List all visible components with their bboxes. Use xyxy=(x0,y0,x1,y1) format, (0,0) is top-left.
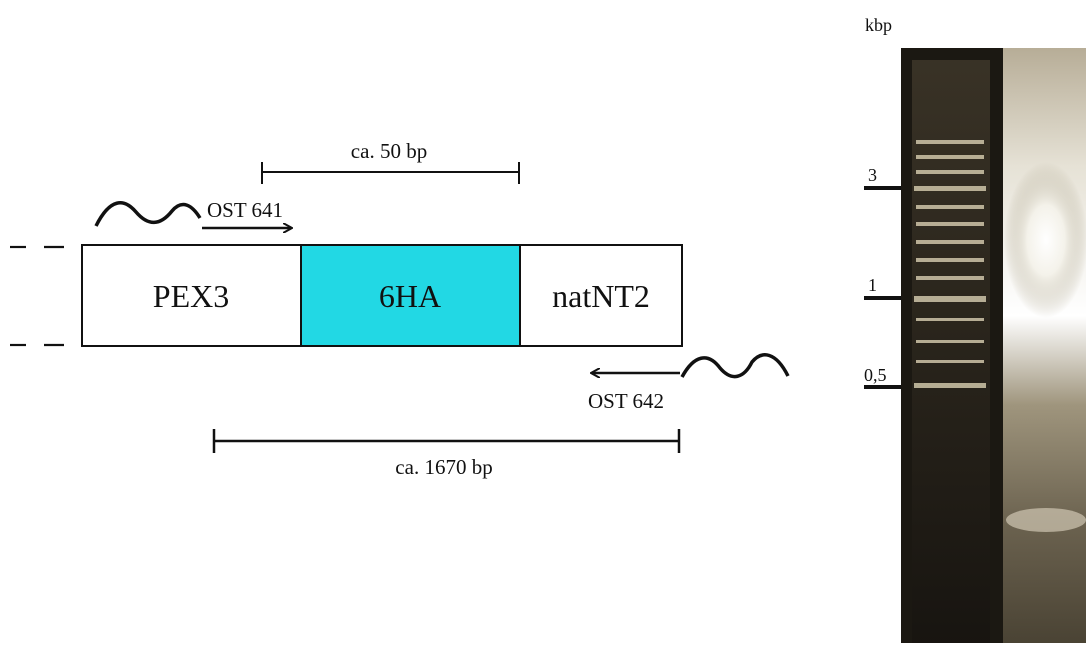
gel-lane-ladder xyxy=(912,60,990,643)
segment-natnt2-label: natNT2 xyxy=(552,278,650,314)
gel-unit-label: kbp xyxy=(865,15,892,35)
segment-natnt2 xyxy=(519,244,683,347)
measurement-short-label: ca. 50 bp xyxy=(351,139,427,163)
gel-image xyxy=(901,48,1086,643)
gel-marker-1kbp: 1 xyxy=(864,275,901,300)
gel-lane-sample xyxy=(1003,48,1086,643)
gel-marker-3kbp: 3 xyxy=(864,165,901,190)
reverse-primer-tail xyxy=(680,353,790,379)
reverse-primer-label: OST 642 xyxy=(588,389,664,413)
forward-primer-tail xyxy=(94,201,202,227)
measurement-short xyxy=(261,162,520,184)
segment-pex3 xyxy=(81,244,302,347)
gel-ladder-bands xyxy=(914,140,986,388)
dashed-stubs xyxy=(10,245,64,347)
gel-marker-label: 0,5 xyxy=(864,365,887,385)
construct: PEX3 6HA natNT2 xyxy=(81,244,683,347)
gel-marker-05kbp: 0,5 xyxy=(864,365,901,389)
forward-primer-label: OST 641 xyxy=(207,198,283,222)
segment-pex3-label: PEX3 xyxy=(153,278,229,314)
gel-main-band-glow xyxy=(1004,162,1086,318)
segment-6ha-label: 6HA xyxy=(379,278,441,314)
measurement-long-label: ca. 1670 bp xyxy=(395,455,492,479)
gel-marker-label: 1 xyxy=(868,275,877,295)
gel-marker-label: 3 xyxy=(868,165,877,185)
measurement-long xyxy=(212,429,681,453)
gel-lower-band xyxy=(1006,508,1086,532)
segment-6ha xyxy=(300,244,521,347)
